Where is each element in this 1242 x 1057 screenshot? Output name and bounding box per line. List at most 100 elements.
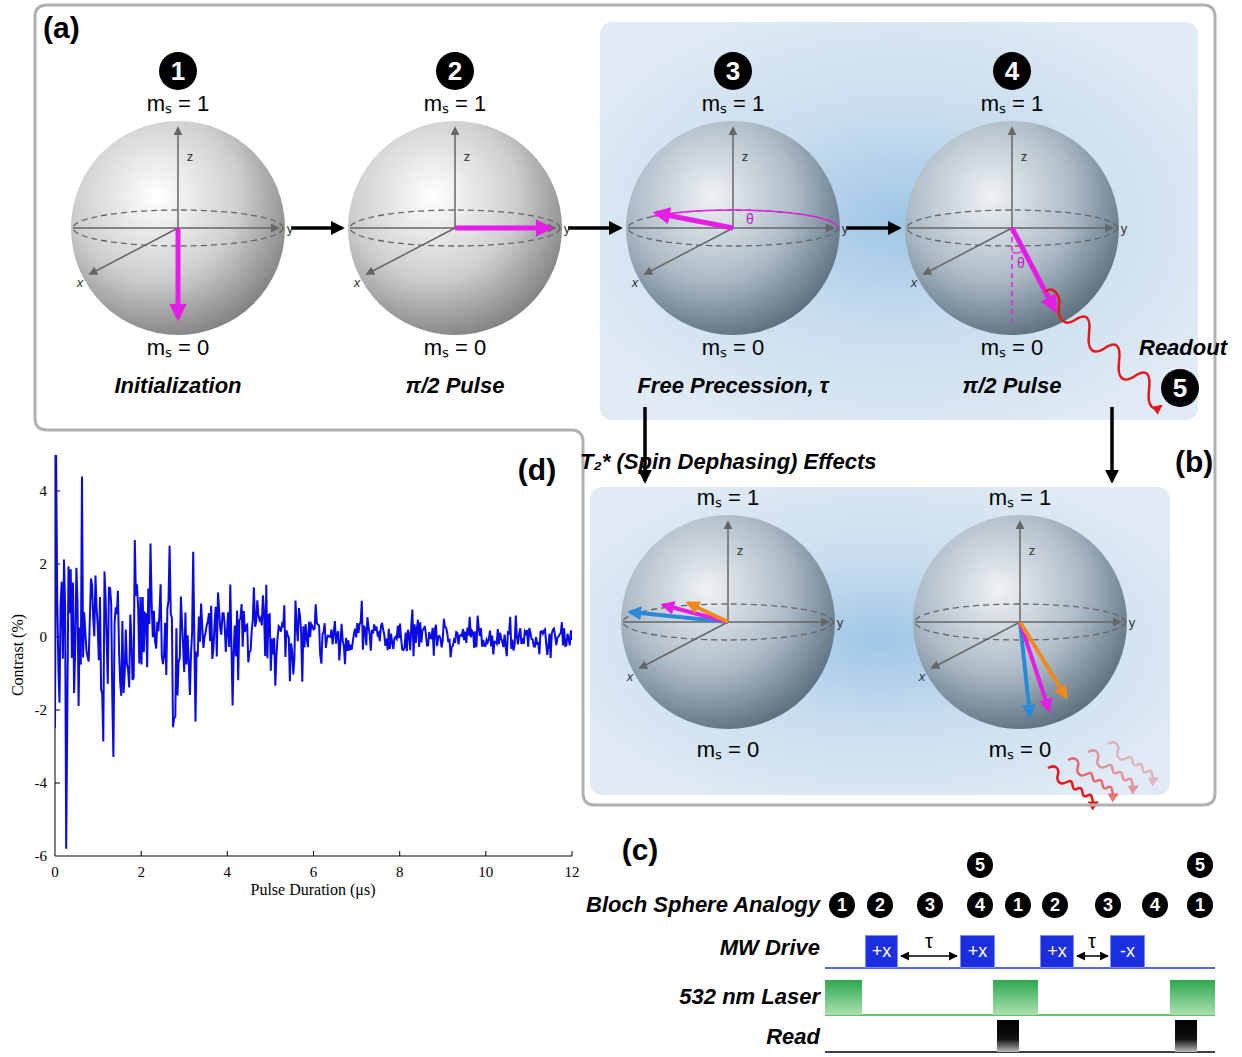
label: y [842,221,849,236]
tick-label: 10 [478,864,493,881]
tick-label: 2 [40,556,48,573]
node-text: (a) [43,11,80,45]
callout-number: 5 [1187,852,1213,878]
label: Readout [1139,335,1227,361]
callout-number: 4 [1142,892,1168,918]
pulse-sequence [1175,1020,1197,1052]
node-text: mₛ = 1 [912,486,1128,510]
label-anchor: 4 [224,863,232,881]
pulse-sequence [825,956,1215,1052]
pulse-sequence [901,955,957,957]
node-text: mₛ = 0 [70,336,286,360]
spin-vectors [178,210,1161,807]
callout-number: 2 [1042,892,1068,918]
bloch-sphere: mₛ = 1 mₛ = 0 π/2 Pulse [347,92,563,402]
label-anchor: x [77,273,84,291]
label-anchor: τ [1088,930,1096,953]
tick-label: 4 [224,864,232,881]
tick-label: 2 [137,864,145,881]
contrast-chart [55,451,572,856]
spin-vectors [1085,748,1140,791]
spin-vectors [688,603,728,622]
label-anchor: 2 [40,555,48,573]
label-anchor: (d) [518,453,556,487]
spin-vectors [1105,740,1160,783]
label-anchor: z [737,541,744,559]
mw-pulse-box: +x [1040,935,1074,968]
node-text: mₛ = 1 [904,92,1120,116]
label: x [911,275,918,290]
callout-text: 4 [1150,895,1160,916]
label-anchor: 0 [51,863,59,881]
callout-text: 1 [1195,895,1205,916]
frame-outline [35,5,1215,805]
pulse-label: +x [872,941,892,962]
label-anchor: 8 [396,863,404,881]
panel-label: (c) [622,833,659,867]
node-text: π/2 Pulse [347,373,563,399]
highlight-regions [590,487,1170,795]
flow-arrow [846,226,899,230]
label-anchor: 2 [137,863,145,881]
callout-number: 2 [436,52,474,90]
panel-frame: (a)1mₛ = 1mₛ = 0Initialization2mₛ = 1mₛ … [35,5,1215,805]
node-text: mₛ = 0 [620,738,836,762]
label-anchor: z [742,147,749,165]
label: x [632,275,639,290]
bloch-spheres [71,121,285,335]
flow-arrow [1110,407,1114,481]
mw-pulse-box: -x [1110,935,1145,968]
node-text: mₛ = 0 [347,336,563,360]
label-anchor: θ [1017,254,1025,272]
spin-vectors [1065,756,1120,799]
label: x [919,669,926,684]
pulse-sequence [1077,955,1108,957]
label: y [1129,615,1136,630]
label-anchor: y [1129,613,1136,631]
label-anchor: x [627,667,634,685]
spin-vectors [1012,250,1024,253]
callout-number: 1 [159,52,197,90]
spin-vectors [176,228,181,318]
label-anchor: y [837,613,844,631]
row-title: MW Drive [720,935,820,961]
callout-number: 1 [829,892,855,918]
callout-number: 4 [967,892,993,918]
row-title: Bloch Sphere Analogy [586,892,820,918]
node-text: mₛ = 1 [347,92,563,116]
label-anchor: z [1029,541,1036,559]
label: τ [925,930,933,953]
spin-vectors [1011,228,1013,325]
label-anchor: y [564,219,571,237]
node-text: mₛ = 0 [625,336,841,360]
highlight-regions [600,22,1198,420]
label-anchor: 4 [40,482,48,500]
label-anchor: MW Drive [720,935,820,961]
bloch-sphere: mₛ = 1mₛ = 0π/2 Pulse [904,92,1120,402]
node-text: mₛ = 1 [70,92,286,116]
label-anchor: y [287,219,294,237]
label-anchor: 6 [310,863,318,881]
spin-vectors [1012,228,1055,310]
callout-text: 3 [925,895,935,916]
pulse-label: +x [968,941,988,962]
label-anchor: Readout [1139,335,1227,361]
node-text: mₛ = 0 [904,336,1120,360]
callout-text: 5 [1195,855,1205,876]
spin-vectors [1045,764,1100,807]
node-text: (b) [1175,445,1213,479]
label: θ [1017,255,1025,271]
flow-arrow [568,226,620,230]
spin-vectors [656,213,733,228]
callout-text: 1 [1013,895,1023,916]
label-anchor: z [1021,147,1028,165]
callout-text: 1 [171,56,185,87]
tick-label: 8 [396,864,404,881]
tick-label: 12 [565,864,580,881]
callout-text: 5 [1173,373,1187,404]
callout-text: 5 [975,855,985,876]
node-text: mₛ = 1 [620,486,836,510]
tick-label: -2 [35,702,48,719]
flow-arrow [291,226,342,230]
node-text: Free Precession, τ [625,373,841,399]
